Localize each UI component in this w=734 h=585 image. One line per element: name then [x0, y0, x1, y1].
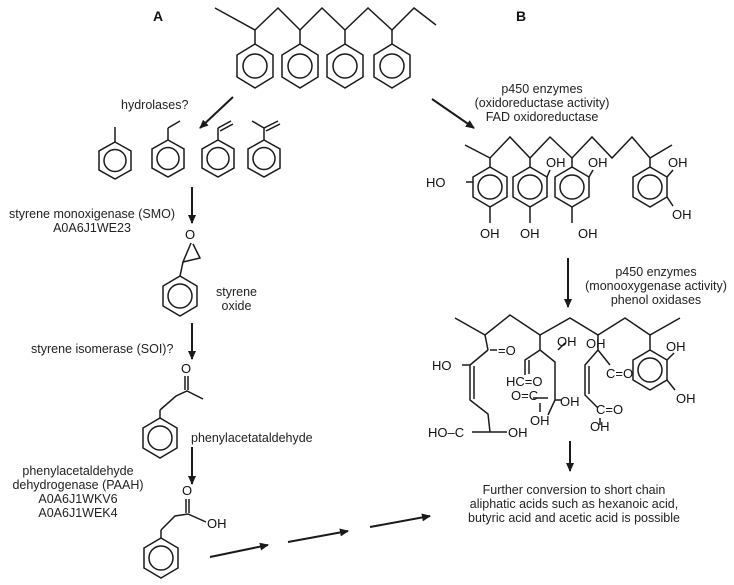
label-paah-line1: phenylacetaldehyde	[22, 464, 134, 478]
svg-text:OH: OH	[668, 155, 688, 170]
label-p450-oxido-line3: FAD oxidoreductase	[485, 110, 599, 124]
svg-text:OH: OH	[546, 155, 566, 170]
polystyrene-structure	[214, 6, 437, 89]
label-hydrolases: hydrolases?	[121, 98, 189, 112]
svg-text:HO: HO	[426, 175, 446, 190]
label-smo-line1: styrene monoxigenase (SMO)	[8, 207, 176, 221]
svg-text:OH: OH	[588, 155, 608, 170]
label-styrene-oxide-line2: oxide	[221, 299, 252, 313]
label-further-conversion: Further conversion to short chain alipha…	[468, 483, 680, 525]
label-paah-accession-1: A0A6J1WKV6	[38, 492, 118, 506]
label-soi: styrene isomerase (SOI)?	[31, 342, 174, 356]
label-further-line2: aliphatic acids such as hexanoic acid,	[469, 497, 679, 511]
ring-opened-products-structure: =O HO HO–C OH HC=O OH O=C OH OH C=O C=O …	[428, 314, 696, 440]
label-p450-mono-line1: p450 enzymes	[615, 265, 697, 279]
monomer-products	[98, 120, 281, 180]
label-p450-oxidoreductase: p450 enzymes (oxidoreductase activity) F…	[475, 82, 610, 124]
label-further-line3: butyric acid and acetic acid is possible	[468, 511, 680, 525]
label-p450-mono-line2: (monooxygenase activity)	[585, 279, 727, 293]
panel-label-a: A	[153, 8, 164, 24]
svg-text:OH: OH	[676, 391, 696, 406]
label-phenylacetataldehyde: phenylacetataldehyde	[191, 431, 313, 445]
label-styrene-oxide: styrene oxide	[216, 285, 257, 313]
svg-text:OH: OH	[530, 413, 550, 428]
label-further-line1: Further conversion to short chain	[482, 483, 666, 497]
svg-text:OH: OH	[586, 336, 606, 351]
svg-text:O: O	[185, 227, 195, 242]
bottom-connector-arrows	[209, 513, 431, 558]
label-smo: styrene monoxigenase (SMO) A0A6J1WE23	[9, 207, 175, 235]
label-paah-line2: dehydrogenase (PAAH)	[12, 478, 144, 492]
arrow-p450-oxidoreductase	[431, 98, 475, 129]
hydroxylated-polystyrene-structure: HO OH OH OH OH OH OH OH	[426, 135, 692, 241]
svg-text:O=C: O=C	[511, 388, 538, 403]
svg-text:OH: OH	[672, 207, 692, 222]
svg-text:OH: OH	[508, 425, 528, 440]
svg-text:HC=O: HC=O	[506, 374, 542, 389]
label-styrene-oxide-line1: styrene	[216, 285, 257, 299]
svg-text:HO–C: HO–C	[428, 425, 464, 440]
arrow-hydrolases	[199, 96, 234, 129]
phenylacetataldehyde-structure: O	[142, 361, 204, 459]
svg-text:OH: OH	[590, 419, 610, 434]
panel-label-b: B	[516, 8, 527, 24]
svg-text:OH: OH	[578, 226, 598, 241]
label-p450-monooxygenase: p450 enzymes (monooxygenase activity) ph…	[585, 265, 727, 307]
svg-text:C=O: C=O	[596, 402, 623, 417]
phenylacetic-acid-structure: O OH	[143, 483, 227, 579]
label-paah-accession-2: A0A6J1WEK4	[38, 506, 118, 520]
svg-text:OH: OH	[520, 226, 540, 241]
svg-text:O: O	[182, 483, 192, 498]
label-p450-oxido-line1: p450 enzymes	[501, 82, 583, 96]
svg-text:C=O: C=O	[606, 366, 633, 381]
svg-text:OH: OH	[207, 516, 227, 531]
svg-text:OH: OH	[480, 226, 500, 241]
svg-text:OH: OH	[557, 334, 577, 349]
label-smo-accession: A0A6J1WE23	[53, 221, 131, 235]
svg-text:OH: OH	[560, 394, 580, 409]
label-p450-oxido-line2: (oxidoreductase activity)	[474, 96, 610, 110]
styrene-oxide-structure: O	[162, 227, 202, 317]
label-p450-mono-line3: phenol oxidases	[610, 293, 702, 307]
label-paah: phenylacetaldehyde dehydrogenase (PAAH) …	[12, 464, 143, 520]
svg-text:O: O	[181, 361, 191, 376]
svg-text:HO: HO	[432, 358, 452, 373]
svg-text:=O: =O	[498, 343, 516, 358]
svg-text:OH: OH	[666, 339, 686, 354]
